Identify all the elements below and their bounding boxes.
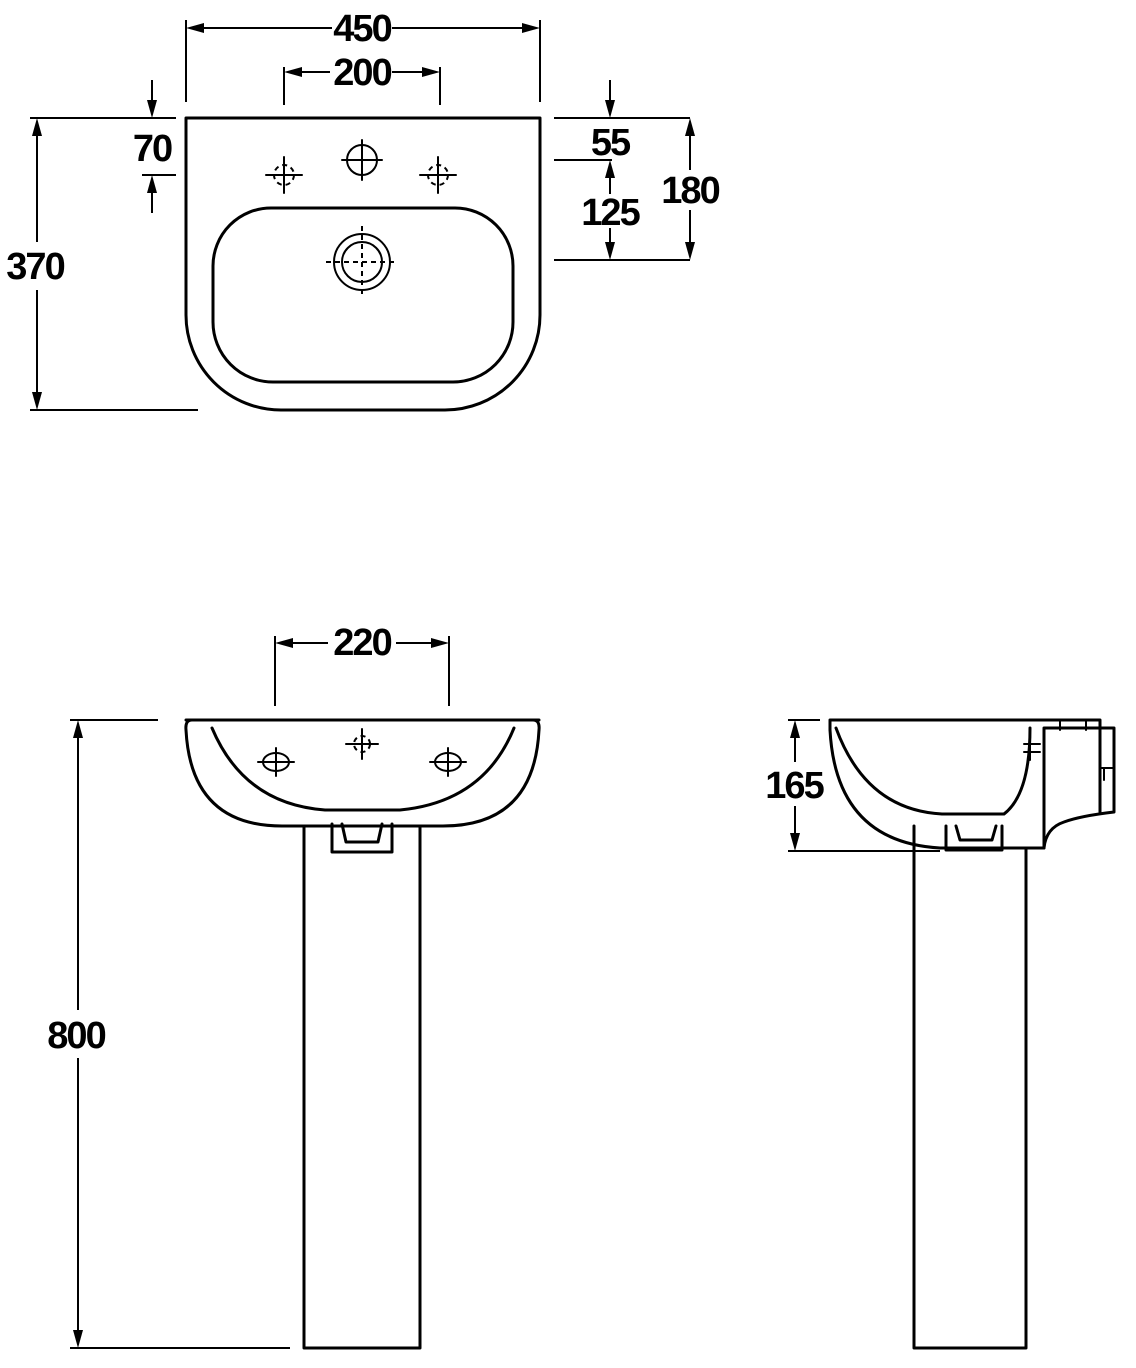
side-view: 165 — [765, 718, 1116, 1350]
tap-hole-right — [419, 156, 457, 194]
dimension-rim-to-waste: 55 125 180 — [554, 80, 722, 261]
front-bowl-inner-curve — [210, 726, 516, 812]
front-view: 220 800 — [47, 622, 541, 1350]
dimension-basin-depth: 165 — [765, 719, 940, 852]
dim-label-55: 55 — [591, 122, 631, 164]
basin-outline — [184, 116, 542, 412]
dim-label-370: 370 — [6, 246, 64, 288]
tap-hole-centre — [341, 139, 383, 181]
dim-label-450: 450 — [333, 8, 391, 50]
dimension-pedestal-width: 220 — [274, 622, 450, 706]
tap-hole-left — [265, 156, 303, 194]
side-back-wall — [1042, 726, 1102, 850]
bowl-outline — [211, 206, 515, 384]
dimension-overall-width: 450 — [185, 8, 541, 102]
dimension-tap-spacing: 200 — [283, 52, 441, 105]
dimension-tap-offset: 70 — [133, 80, 176, 213]
plan-view: 450 200 70 — [6, 8, 722, 412]
front-waste-fitting — [330, 822, 394, 854]
dimension-overall-height: 800 — [47, 719, 290, 1349]
waste-outlet — [326, 226, 398, 298]
front-pedestal — [302, 824, 422, 1350]
dim-label-200: 200 — [333, 52, 391, 94]
dim-label-180: 180 — [661, 170, 719, 212]
dim-label-220: 220 — [333, 622, 391, 664]
side-basin-outline — [828, 718, 1116, 850]
front-tap-hole-centre — [345, 728, 379, 760]
side-pedestal — [912, 824, 1028, 1350]
dim-label-70: 70 — [133, 128, 172, 170]
front-basin-outline — [184, 718, 541, 828]
dim-label-165: 165 — [765, 765, 824, 807]
dim-label-800: 800 — [47, 1015, 105, 1057]
dimension-overall-depth: 370 — [6, 117, 198, 411]
dim-label-125: 125 — [581, 192, 640, 234]
front-tap-hole-left — [257, 747, 295, 777]
side-bowl-inner-curve — [834, 726, 1032, 816]
front-tap-hole-right — [429, 747, 467, 777]
side-overflow — [1059, 719, 1115, 781]
side-waste-fitting — [944, 824, 1004, 852]
side-tap-hole — [1023, 739, 1041, 761]
